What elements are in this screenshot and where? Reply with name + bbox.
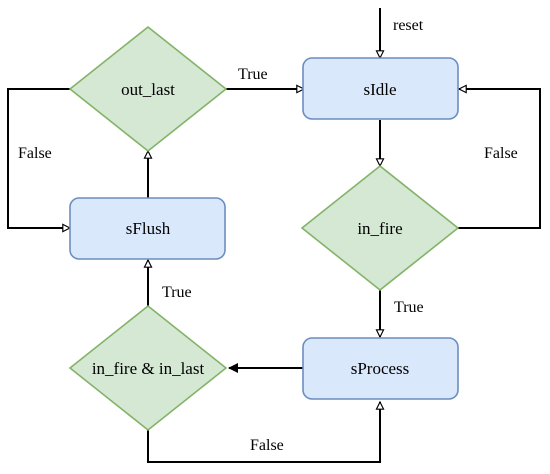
edge-in-fire-in-last-false — [147, 402, 380, 463]
label-in-fire-in-last-true: True — [162, 284, 192, 301]
state-sflush-label: sFlush — [126, 219, 171, 238]
decision-out-last-shape — [68, 25, 228, 153]
label-in-fire-true: True — [394, 299, 424, 316]
decision-in-fire-in-last-shape — [68, 304, 228, 432]
edge-out-last-false — [7, 88, 70, 228]
label-in-fire-in-last-false: False — [250, 437, 284, 454]
decision-in-fire: in_fire — [300, 164, 460, 292]
state-sprocess: sProcess — [302, 337, 459, 400]
state-sflush: sFlush — [69, 197, 226, 260]
label-out-last-false: False — [18, 145, 52, 162]
state-sprocess-label: sProcess — [351, 359, 410, 378]
label-out-last-true: True — [238, 66, 268, 83]
label-reset: reset — [393, 17, 424, 34]
decision-out-last: out_last — [68, 25, 228, 153]
decision-in-fire-shape — [300, 164, 460, 292]
state-sidle: sIdle — [302, 57, 459, 120]
edge-in-fire-false — [458, 89, 541, 229]
state-sflush-box — [69, 197, 226, 260]
decision-in-fire-in-last-label: in_fire & in_last — [92, 359, 205, 378]
label-in-fire-false: False — [484, 145, 518, 162]
state-sidle-box — [302, 57, 459, 120]
decision-in-fire-in-last: in_fire & in_last — [68, 304, 228, 432]
decision-in-fire-label: in_fire — [357, 219, 402, 238]
state-sprocess-box — [302, 337, 459, 400]
state-sidle-label: sIdle — [363, 80, 396, 99]
decision-out-last-label: out_last — [121, 80, 175, 99]
